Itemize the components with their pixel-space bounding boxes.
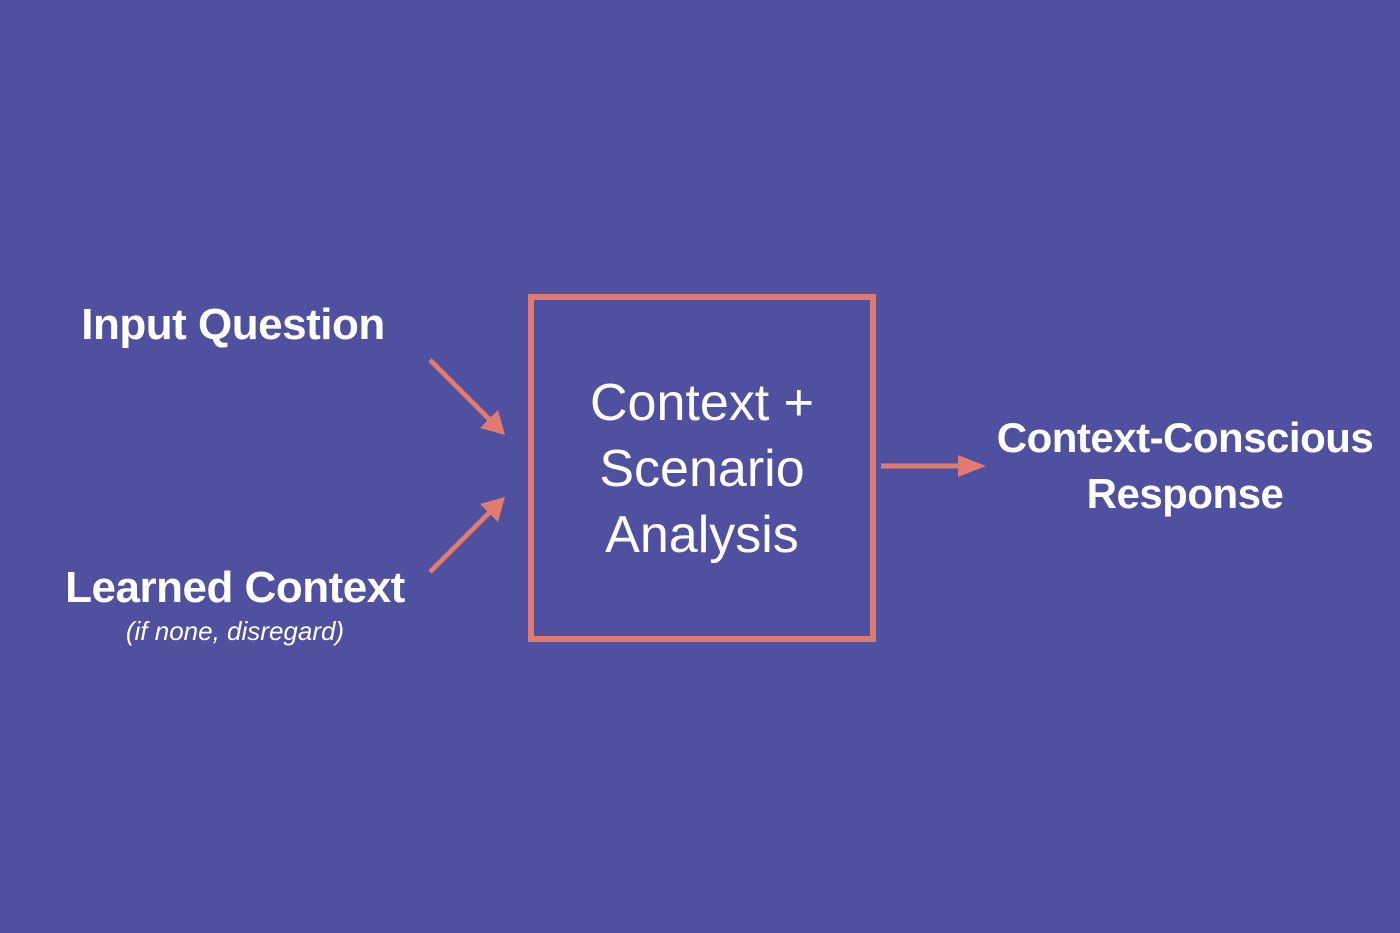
output-label-line2: Response — [1086, 470, 1284, 517]
process-label-line3: Analysis — [605, 506, 799, 564]
process-label-line1: Context + — [589, 374, 815, 432]
process-label-line2: Scenario — [599, 440, 805, 498]
arrow-box-to-output — [881, 455, 986, 477]
learned-context-label: Learned Context — [65, 563, 405, 612]
process-label: Context + Scenario Analysis — [534, 370, 870, 568]
output-label-line1: Context-Conscious — [996, 414, 1374, 461]
learned-context-group: Learned Context (if none, disregard) — [30, 562, 440, 646]
arrow-context-to-box — [428, 497, 505, 574]
learned-context-note: (if none, disregard) — [125, 616, 345, 646]
arrow-question-to-box — [428, 358, 505, 435]
input-question-label: Input Question — [81, 300, 385, 349]
output-label: Context-Conscious Response — [975, 410, 1395, 522]
process-box: Context + Scenario Analysis — [528, 294, 876, 642]
